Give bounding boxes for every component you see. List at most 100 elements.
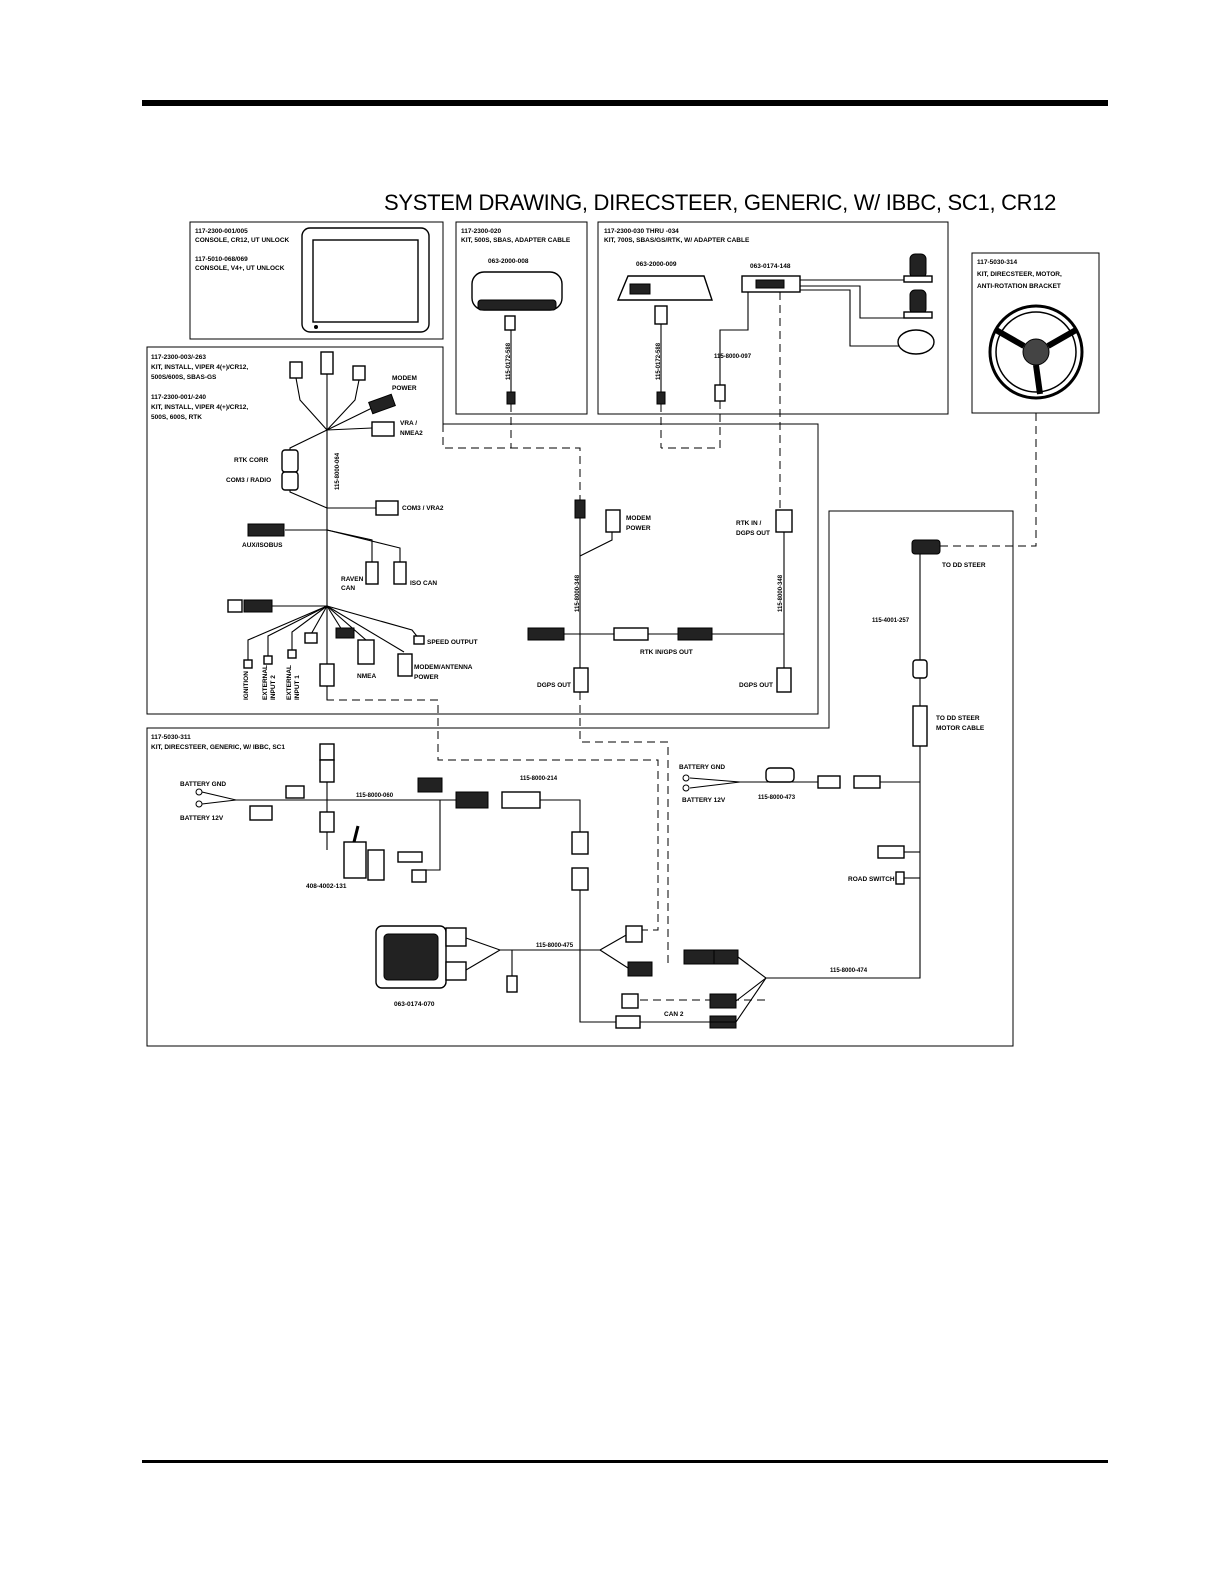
plug-475-top — [625, 925, 643, 943]
wire-vra — [326, 427, 373, 431]
rtk-in-label-2: DGPS OUT — [736, 530, 770, 537]
com3-vra2-connector — [375, 500, 399, 516]
cable-097-label: 115-8000-097 — [714, 354, 752, 360]
rtk-gps-plug-left — [527, 627, 565, 641]
plug-214-a — [501, 791, 541, 809]
kit-500s-box — [455, 221, 588, 415]
kit-700s-part: 063-2000-009 — [636, 261, 677, 268]
plug-214-b — [571, 831, 589, 855]
wire-a — [295, 377, 328, 431]
cable-474-label: 115-8000-474 — [830, 968, 868, 974]
antenna-cable-2 — [800, 285, 908, 319]
receiver-700s — [616, 275, 713, 325]
dash-motor-run — [940, 413, 1037, 547]
battery-12v-a-label: BATTERY 12V — [180, 815, 224, 822]
plug-473-a — [817, 775, 841, 789]
mid-connector-b — [335, 627, 355, 639]
modem-antenna-label-1: MODEM/ANTENNA — [414, 664, 473, 671]
relay-block — [417, 777, 443, 793]
motor-kit-line1: 117-5030-314 — [977, 259, 1018, 266]
modem-power-connector — [368, 393, 396, 415]
top-vertical-connector — [319, 743, 335, 761]
rtk-module — [741, 275, 801, 293]
vra-label-2: NMEA2 — [400, 430, 423, 437]
wire-modem-ant — [326, 605, 405, 653]
input2-terminal — [263, 655, 273, 665]
modem-power-2-connector — [605, 509, 621, 533]
kit-700s-line2: KIT, 700S, SBAS/GS/RTK, W/ ADAPTER CABLE — [604, 237, 750, 244]
dd-steer-mid-connector — [912, 659, 928, 679]
kit-700s-part2: 063-0174-148 — [750, 263, 791, 270]
rtk-gps-plug-mid — [613, 627, 649, 641]
wire-mid-a — [309, 605, 328, 637]
motor-cable-connector — [912, 705, 928, 747]
wire-battery-a — [201, 791, 440, 801]
plug-474-c — [709, 993, 737, 1009]
com3-radio-label: COM3 / RADIO — [226, 477, 271, 484]
cable-588-a-label: 115-0172-588 — [506, 342, 512, 380]
dgps-out-b-label: DGPS OUT — [739, 682, 773, 689]
wire-060-down — [422, 800, 441, 871]
wire-input1 — [291, 605, 328, 650]
dgps-out-b-connector — [776, 667, 792, 693]
top-left-connector — [289, 361, 303, 379]
modem-power-label-2: POWER — [392, 385, 417, 392]
relay-small — [285, 785, 305, 799]
trunk-bottom-connector — [319, 663, 335, 687]
cable-475-label: 115-8000-475 — [536, 943, 574, 949]
dgps-out-a-label: DGPS OUT — [537, 682, 571, 689]
dash-run-7 — [579, 692, 669, 968]
wire-474-hub-2 — [640, 977, 767, 1023]
speed-output-label: SPEED OUTPUT — [427, 639, 478, 646]
cable-348-b-label: 115-8000-348 — [778, 574, 784, 612]
nmea-label: NMEA — [357, 673, 376, 680]
connector-500s — [506, 391, 516, 405]
modem-power-2-label-2: POWER — [626, 525, 651, 532]
wire-raven-can — [326, 529, 373, 562]
footer-rule — [142, 1460, 1108, 1463]
road-switch — [895, 871, 905, 885]
road-switch-plug — [877, 845, 905, 859]
console-kit-line3: 117-5010-068/069 — [195, 256, 248, 263]
wire-modem — [326, 407, 373, 431]
raven-can-label-1: RAVEN — [341, 576, 364, 583]
console-kit-line1: 117-2300-001/005 — [195, 228, 248, 235]
install-kit-line2: KIT, INSTALL, VIPER 4(+)/CR12, — [151, 364, 248, 371]
dgps-top-connector — [574, 499, 586, 519]
can2-label: CAN 2 — [664, 1011, 684, 1018]
can2-plug-b — [615, 1015, 641, 1029]
kit-500s-line1: 117-2300-020 — [461, 228, 502, 235]
cable-214-label: 115-8000-214 — [520, 776, 558, 782]
to-dd-steer-connector — [911, 539, 941, 555]
header-rule — [142, 100, 1108, 106]
com3-vra2-label: COM3 / VRA2 — [402, 505, 444, 512]
ecu-label: 063-0174-070 — [394, 1001, 435, 1008]
motor-cable-label-1: TO DD STEER — [936, 715, 980, 722]
dash-run-4 — [661, 401, 721, 449]
wire-474-hub-1 — [735, 956, 767, 1002]
switch-408-4002-131 — [343, 825, 385, 881]
console-display — [301, 227, 430, 333]
console-kit-line4: CONSOLE, V4+, UT UNLOCK — [195, 265, 285, 272]
wire-475-e — [599, 949, 629, 969]
generic-kit-line1: 117-5030-311 — [151, 734, 191, 741]
plug-060-c — [455, 791, 489, 809]
console-kit-line2: CONSOLE, CR12, UT UNLOCK — [195, 237, 290, 244]
input2-label-2: INPUT 2 — [270, 675, 277, 700]
motor-cable-label-2: MOTOR CABLE — [936, 725, 985, 732]
road-switch-label: ROAD SWITCH — [848, 876, 895, 883]
input2-label-1: EXTERNAL — [262, 665, 269, 700]
antenna-2 — [903, 289, 933, 319]
rtk-gps-label: RTK IN/GPS OUT — [640, 649, 693, 656]
to-dd-steer-label: TO DD STEER — [942, 562, 986, 569]
plug-214-c — [571, 867, 589, 891]
rtk-in-label-1: RTK IN / — [736, 520, 761, 527]
top-right-connector — [352, 365, 366, 381]
cable-474-right — [766, 746, 921, 979]
receiver-500s — [471, 271, 563, 331]
radio-antenna-puck — [897, 329, 935, 355]
plug-060-a — [397, 851, 423, 863]
ignition-terminal — [243, 659, 253, 669]
plug-473-b — [853, 775, 881, 789]
com3-radio-connector — [281, 471, 299, 491]
